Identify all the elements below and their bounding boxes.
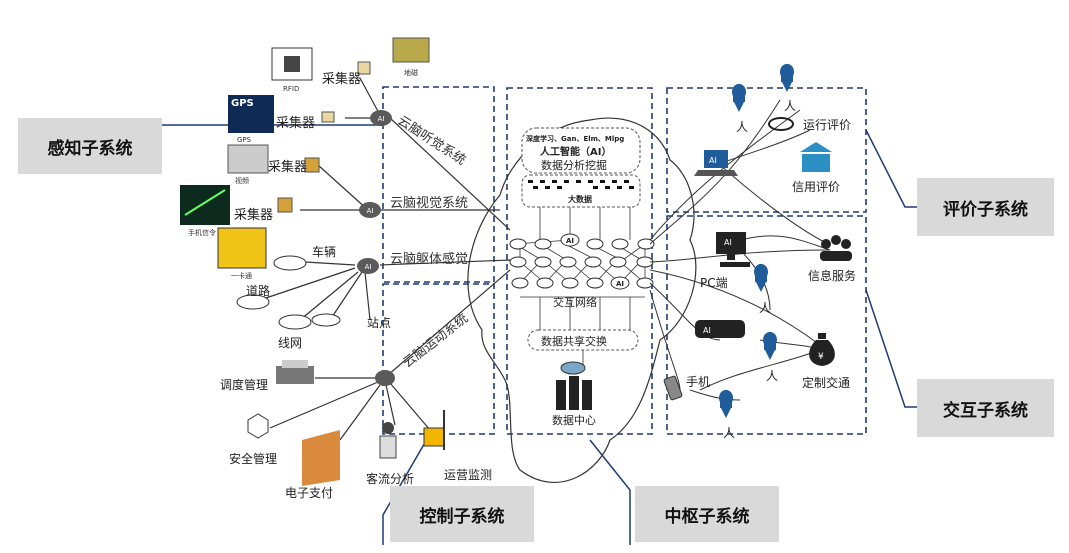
credit-eval-label: 信用评价 bbox=[792, 180, 841, 194]
central-leader bbox=[589, 439, 631, 545]
dispatch-label: 调度管理 bbox=[220, 378, 269, 392]
phone-signal-icon bbox=[180, 185, 230, 225]
laptop-icon bbox=[694, 150, 738, 176]
robot-icon bbox=[379, 422, 397, 459]
collector-label-2: 采集器 bbox=[276, 116, 316, 131]
interaction-frame bbox=[666, 215, 867, 435]
collector-icons bbox=[277, 61, 371, 213]
vision-channel-label: 云脑视觉系统 bbox=[390, 196, 469, 211]
gps-label: GPS bbox=[237, 136, 252, 144]
collector-label-4: 采集器 bbox=[234, 208, 274, 223]
geomagnetic-icon bbox=[392, 37, 430, 63]
hub-ai-node-label: AI bbox=[566, 237, 574, 245]
interaction-subsystem-tag: 交互子系统 bbox=[917, 379, 1054, 437]
ai-node-2-label: AI bbox=[367, 207, 374, 215]
safety-label: 安全管理 bbox=[229, 452, 278, 466]
geomagnetic-label: 地磁 bbox=[404, 69, 418, 77]
phone-signal-label: 手机信令 bbox=[188, 229, 216, 237]
ai-title-label: 人工智能（AI） bbox=[540, 147, 612, 158]
central-frame bbox=[506, 87, 653, 435]
data-center-icon bbox=[556, 361, 592, 410]
control-frame bbox=[382, 283, 495, 435]
payment-label: 电子支付 bbox=[285, 486, 334, 500]
perception-frame bbox=[382, 86, 495, 283]
central-subsystem-tag: 中枢子系统 bbox=[635, 486, 779, 542]
vehicle-label: 车辆 bbox=[312, 245, 337, 259]
evaluation-subsystem-tag: 评价子系统 bbox=[917, 178, 1054, 236]
custom-transit-label: 定制交通 bbox=[802, 376, 851, 390]
forklift-icon bbox=[423, 410, 445, 450]
evaluation-frame bbox=[666, 87, 867, 213]
svg-text:¥: ¥ bbox=[818, 352, 824, 362]
pc-label: PC端 bbox=[700, 276, 728, 290]
rfid-label: RFID bbox=[283, 85, 300, 93]
svg-text:AI: AI bbox=[703, 326, 711, 335]
algorithms-label: 深度学习、Gan、Elm、Mlpg bbox=[526, 135, 625, 143]
money-bag-icon: ¥ bbox=[809, 333, 835, 366]
laptop-ai-label: AI bbox=[709, 156, 717, 165]
gps-logo-label: GPS bbox=[231, 98, 254, 109]
big-data-label: 大数据 bbox=[568, 195, 592, 204]
data-mining-label: 数据分析挖掘 bbox=[541, 159, 607, 172]
info-service-label: 信息服务 bbox=[808, 269, 857, 283]
body-channel-label: 云脑躯体感觉 bbox=[390, 252, 469, 267]
info-service-icon bbox=[820, 235, 852, 261]
passenger-label: 客流分析 bbox=[366, 472, 415, 486]
card-label: 一卡通 bbox=[231, 272, 252, 280]
operation-eval-label: 运行评价 bbox=[803, 118, 852, 132]
line-network-label: 线网 bbox=[278, 336, 303, 350]
control-leader bbox=[382, 433, 431, 545]
person-label-1: 人 bbox=[736, 120, 749, 134]
brain-outline bbox=[467, 117, 697, 483]
operation-monitor-label: 运营监测 bbox=[444, 468, 493, 482]
evaluation-leader bbox=[865, 129, 917, 208]
rfid-icon bbox=[271, 47, 313, 81]
video-camera-icon bbox=[227, 144, 269, 174]
interaction-leader bbox=[865, 289, 917, 408]
person-label-5: 人 bbox=[723, 426, 736, 440]
collector-label-3: 采集器 bbox=[268, 160, 308, 175]
road-label: 道路 bbox=[246, 284, 271, 298]
pc-icon bbox=[716, 232, 750, 267]
station-label: 站点 bbox=[367, 316, 392, 330]
phone-label: 手机 bbox=[686, 375, 711, 389]
data-exchange-label: 数据共享交换 bbox=[541, 335, 607, 348]
perception-subsystem-tag: 感知子系统 bbox=[18, 118, 162, 174]
gps-icon bbox=[228, 95, 274, 133]
pc-ai-label: AI bbox=[724, 238, 732, 247]
operation-eval-icon bbox=[768, 117, 794, 131]
hub-ai-node-label-2: AI bbox=[616, 280, 624, 288]
video-label: 视频 bbox=[235, 177, 249, 185]
control-subsystem-tag: 控制子系统 bbox=[390, 486, 534, 542]
vr-glasses-icon: AI bbox=[695, 320, 745, 338]
phone-icon bbox=[663, 375, 683, 401]
person-label-3: 人 bbox=[759, 301, 772, 315]
person-label-2: 人 bbox=[784, 99, 797, 113]
ai-node-1-label: AI bbox=[378, 115, 385, 123]
payment-box-icon bbox=[302, 430, 340, 486]
interaction-network-label: 交互网络 bbox=[553, 296, 597, 309]
data-center-label: 数据中心 bbox=[552, 414, 596, 427]
ai-node-3-label: AI bbox=[365, 263, 372, 271]
credit-eval-icon bbox=[800, 142, 832, 172]
collector-label-1: 采集器 bbox=[322, 72, 362, 87]
card-icon bbox=[217, 227, 267, 269]
person-label-4: 人 bbox=[766, 369, 779, 383]
printer-icon bbox=[276, 360, 314, 384]
